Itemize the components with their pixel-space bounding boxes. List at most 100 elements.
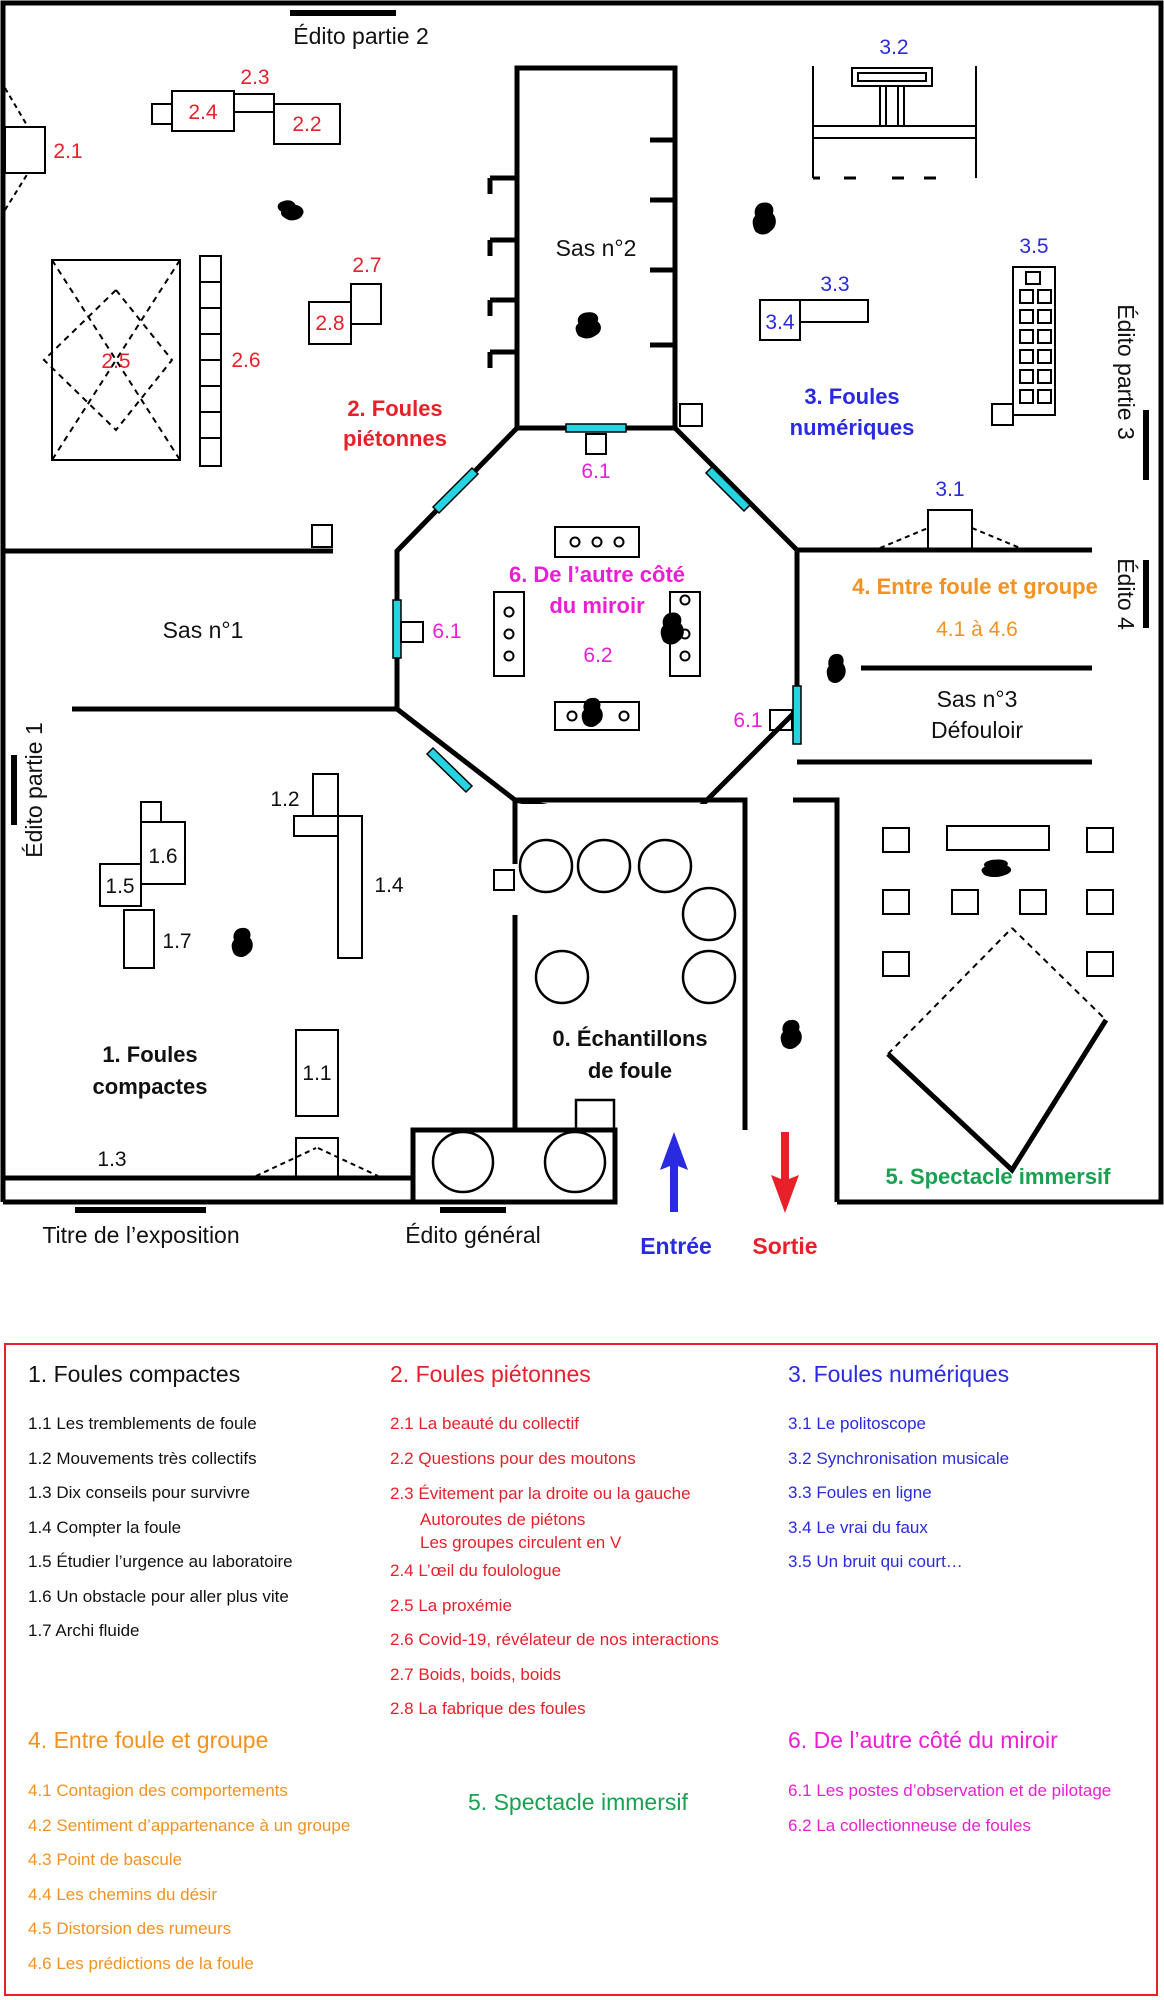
zone6-title-line2: du miroir (549, 593, 645, 618)
legend-item-2-3: 2.3 Évitement par la droite ou la gauche… (390, 1476, 719, 1554)
zone2-title-line1: 2. Foules (347, 396, 442, 421)
legend-item-4-5: 4.5 Distorsion des rumeurs (28, 1919, 232, 1938)
zone0-title-line1: 0. Échantillons (552, 1026, 707, 1051)
label-2-4: 2.4 (188, 101, 218, 124)
legend-item-2-3-main: 2.3 Évitement par la droite ou la gauche (390, 1484, 691, 1503)
label-1-1: 1.1 (302, 1062, 331, 1085)
legend-item-1-1: 1.1 Les tremblements de foule (28, 1414, 257, 1433)
zone4-range: 4.1 à 4.6 (936, 618, 1018, 641)
sas3-label: Sas n°3 (937, 686, 1018, 712)
label-1-6: 1.6 (148, 845, 177, 868)
label-6-1-right: 6.1 (733, 709, 762, 732)
label-3-1: 3.1 (935, 478, 964, 501)
legend-item-3-1: 3.1 Le politoscope (788, 1414, 926, 1433)
legend-item-3-4: 3.4 Le vrai du faux (788, 1517, 928, 1537)
legend-item-1-5: 1.5 Étudier l’urgence au laboratoire (28, 1552, 293, 1571)
zone0-title-line2: de foule (588, 1058, 672, 1083)
legend-item-2-7: 2.7 Boids, boids, boids (390, 1664, 562, 1684)
edito-partie-2-label: Édito partie 2 (293, 23, 429, 49)
legend-s3-list: 3.1 Le politoscope 3.2 Synchronisation m… (788, 1407, 1009, 1580)
label-3-5: 3.5 (1019, 235, 1048, 258)
zone4-title: 4. Entre foule et groupe (852, 574, 1098, 599)
legend-item-1-7: 1.7 Archi fluide (28, 1621, 140, 1640)
legend-item-2-8: 2.8 La fabrique des foules (390, 1699, 586, 1718)
label-2-3: 2.3 (240, 66, 269, 89)
legend-item-2-4: 2.4 L’œil du foulologue (390, 1561, 562, 1580)
label-1-2: 1.2 (270, 788, 299, 811)
label-2-7: 2.7 (352, 254, 381, 277)
exit-arrow (771, 1132, 799, 1213)
legend-s4-title: 4. Entre foule et groupe (28, 1727, 269, 1753)
label-1-5: 1.5 (105, 875, 134, 898)
legend-item-2-3-sub-b: Les groupes circulent en V (420, 1533, 622, 1552)
legend-item-3-3: 3.3 Foules en ligne (788, 1483, 932, 1502)
legend-box: 1. Foules compactes 1.1 Les tremblements… (4, 1343, 1158, 1996)
zone1-title-line1: 1. Foules (102, 1042, 197, 1067)
zone2-furniture (4, 87, 382, 548)
defouloir-label: Défouloir (931, 717, 1023, 743)
label-3-2: 3.2 (879, 36, 908, 59)
zone3-furniture (679, 66, 1056, 551)
legend-s1-list: 1.1 Les tremblements de foule 1.2 Mouvem… (28, 1407, 293, 1649)
legend-s6-list: 6.1 Les postes d’observation et de pilot… (788, 1774, 1111, 1843)
outer-walls (0, 0, 1164, 1205)
entry-arrow (660, 1132, 688, 1212)
legend-item-6-1: 6.1 Les postes d’observation et de pilot… (788, 1781, 1112, 1800)
edito-partie-3-label: Édito partie 3 (1113, 304, 1139, 440)
sas1-label: Sas n°1 (163, 617, 244, 643)
edito-bars (11, 10, 1149, 1213)
label-3-4: 3.4 (765, 311, 795, 334)
legend-item-2-1: 2.1 La beauté du collectif (390, 1414, 580, 1433)
legend-item-6-2: 6.2 La collectionneuse de foules (788, 1815, 1031, 1835)
zone6-title-line1: 6. De l’autre côté (509, 562, 685, 587)
entrance-label: Entrée (640, 1233, 712, 1259)
label-2-8: 2.8 (315, 312, 344, 335)
exhibition-title-label: Titre de l’exposition (42, 1222, 239, 1248)
zone2-title-line2: piétonnes (343, 426, 447, 451)
zone1-title-line2: compactes (93, 1074, 208, 1099)
sas2-studs (487, 137, 675, 368)
legend-item-3-2: 3.2 Synchronisation musicale (788, 1448, 1010, 1468)
zone5-furniture (882, 825, 1114, 1174)
floor-plan: Édito partie 2 Édito partie 3 Édito 4 Éd… (0, 0, 1164, 1259)
label-2-5: 2.5 (101, 350, 130, 373)
legend-item-4-3: 4.3 Point de bascule (28, 1850, 183, 1869)
legend-item-4-4: 4.4 Les chemins du désir (28, 1884, 217, 1904)
label-1-3: 1.3 (97, 1148, 126, 1171)
legend-item-3-5: 3.5 Un bruit qui court… (788, 1552, 963, 1571)
label-3-3: 3.3 (820, 273, 849, 296)
legend-item-1-2: 1.2 Mouvements très collectifs (28, 1448, 257, 1468)
legend-s1-title: 1. Foules compactes (28, 1361, 241, 1387)
edito-partie-1-label: Édito partie 1 (21, 722, 47, 858)
zone3-title-line1: 3. Foules (804, 384, 899, 409)
legend-item-2-2: 2.2 Questions pour des moutons (390, 1448, 636, 1468)
legend-s2-list: 2.1 La beauté du collectif 2.2 Questions… (390, 1407, 719, 1727)
legend-item-1-3: 1.3 Dix conseils pour survivre (28, 1483, 251, 1502)
label-6-1-top: 6.1 (581, 460, 610, 483)
legend-item-2-6: 2.6 Covid-19, révélateur de nos interact… (390, 1630, 719, 1649)
legend-s2-title: 2. Foules piétonnes (390, 1361, 591, 1387)
legend-item-1-4: 1.4 Compter la foule (28, 1517, 182, 1537)
legend-s6-title: 6. De l’autre côté du miroir (788, 1727, 1058, 1753)
octagon-mask (519, 804, 741, 864)
label-1-4: 1.4 (374, 874, 404, 897)
label-2-1: 2.1 (53, 140, 82, 163)
zone1-furniture (99, 773, 379, 1179)
legend-item-4-1: 4.1 Contagion des comportements (28, 1781, 288, 1800)
label-1-7: 1.7 (162, 930, 191, 953)
legend-s4-list: 4.1 Contagion des comportements 4.2 Sent… (28, 1774, 350, 1981)
interior-walls (5, 65, 1092, 1205)
legend-item-1-6: 1.6 Un obstacle pour aller plus vite (28, 1586, 289, 1606)
sas2-label: Sas n°2 (556, 235, 637, 261)
edito-general-label: Édito général (405, 1222, 541, 1248)
visitor-silhouettes (231, 197, 1012, 1049)
legend-item-2-5: 2.5 La proxémie (390, 1595, 512, 1615)
legend-s5-title: 5. Spectacle immersif (468, 1789, 688, 1815)
label-2-6: 2.6 (231, 349, 260, 372)
legend-s3-title: 3. Foules numériques (788, 1361, 1010, 1387)
zone0-furniture (431, 838, 737, 1194)
legend-item-4-2: 4.2 Sentiment d’appartenance à un groupe (28, 1815, 351, 1835)
label-6-1-left: 6.1 (432, 620, 461, 643)
legend-item-2-3-sub-a: Autoroutes de piétons (420, 1510, 586, 1529)
zone3-title-line2: numériques (790, 415, 915, 440)
